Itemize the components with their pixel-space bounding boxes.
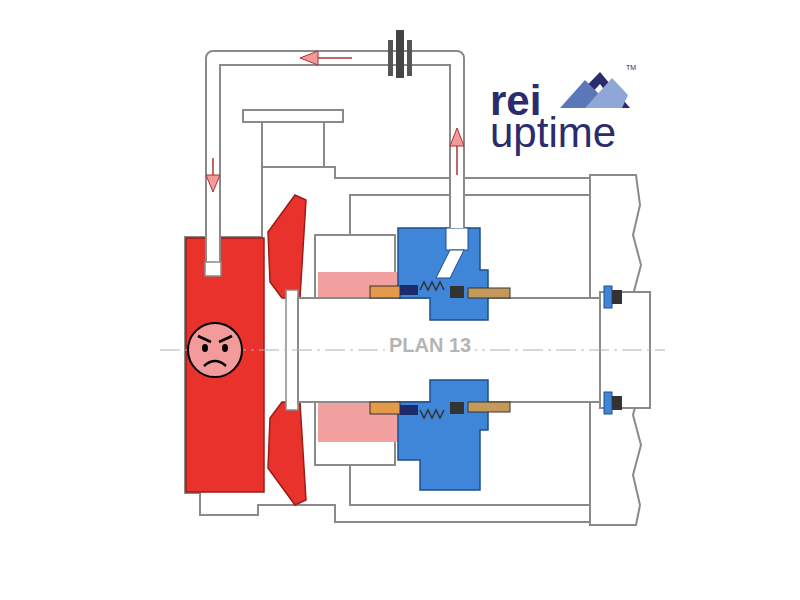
seal-ring <box>400 285 418 295</box>
seal-gland-upper <box>398 228 488 320</box>
flow-arrow-line <box>212 158 214 176</box>
rotating-face <box>370 402 400 414</box>
lip-seal-body <box>612 396 622 410</box>
flow-arrow-line <box>456 145 458 175</box>
flush-pipe <box>213 58 457 268</box>
orifice-plate <box>396 30 404 78</box>
angry-face <box>188 323 242 377</box>
lip-seal <box>604 392 612 414</box>
seal-sleeve-ring <box>450 286 464 298</box>
seal-spring <box>420 410 444 418</box>
discharge-flange <box>243 110 343 122</box>
logo-word: uptime <box>490 112 616 154</box>
seal-gland-lower <box>398 380 488 490</box>
face-eye <box>222 344 228 352</box>
face-brow <box>198 336 211 342</box>
trademark: TM <box>626 64 636 71</box>
flow-arrow-left <box>300 51 318 65</box>
plan-label: PLAN 13 <box>385 333 475 357</box>
seal-ring <box>400 405 418 415</box>
flow-arrow-up <box>450 128 464 146</box>
flush-pipe-bore <box>213 58 457 268</box>
orifice-flange <box>388 40 393 76</box>
logo-peak <box>585 78 628 108</box>
lip-seal <box>604 286 612 308</box>
seal-spring <box>420 282 444 290</box>
flush-port <box>446 228 468 250</box>
volute-liquid <box>186 238 264 492</box>
lip-seal-body <box>612 290 622 304</box>
discharge-nozzle <box>262 122 324 167</box>
seal-sleeve <box>468 288 510 298</box>
seal-sleeve-ring <box>450 402 464 414</box>
flow-arrow-down <box>206 175 220 192</box>
impeller-upper <box>268 195 306 298</box>
face-mouth <box>204 361 226 366</box>
flow-arrow-line <box>318 57 352 59</box>
orifice-flange <box>407 40 412 76</box>
face-eye <box>202 344 208 352</box>
flush-passage <box>436 250 464 278</box>
pipe-connection <box>205 262 221 276</box>
face-brow <box>219 336 232 342</box>
impeller-lower <box>268 402 306 505</box>
rotating-face <box>370 286 400 298</box>
seal-sleeve <box>468 402 510 412</box>
